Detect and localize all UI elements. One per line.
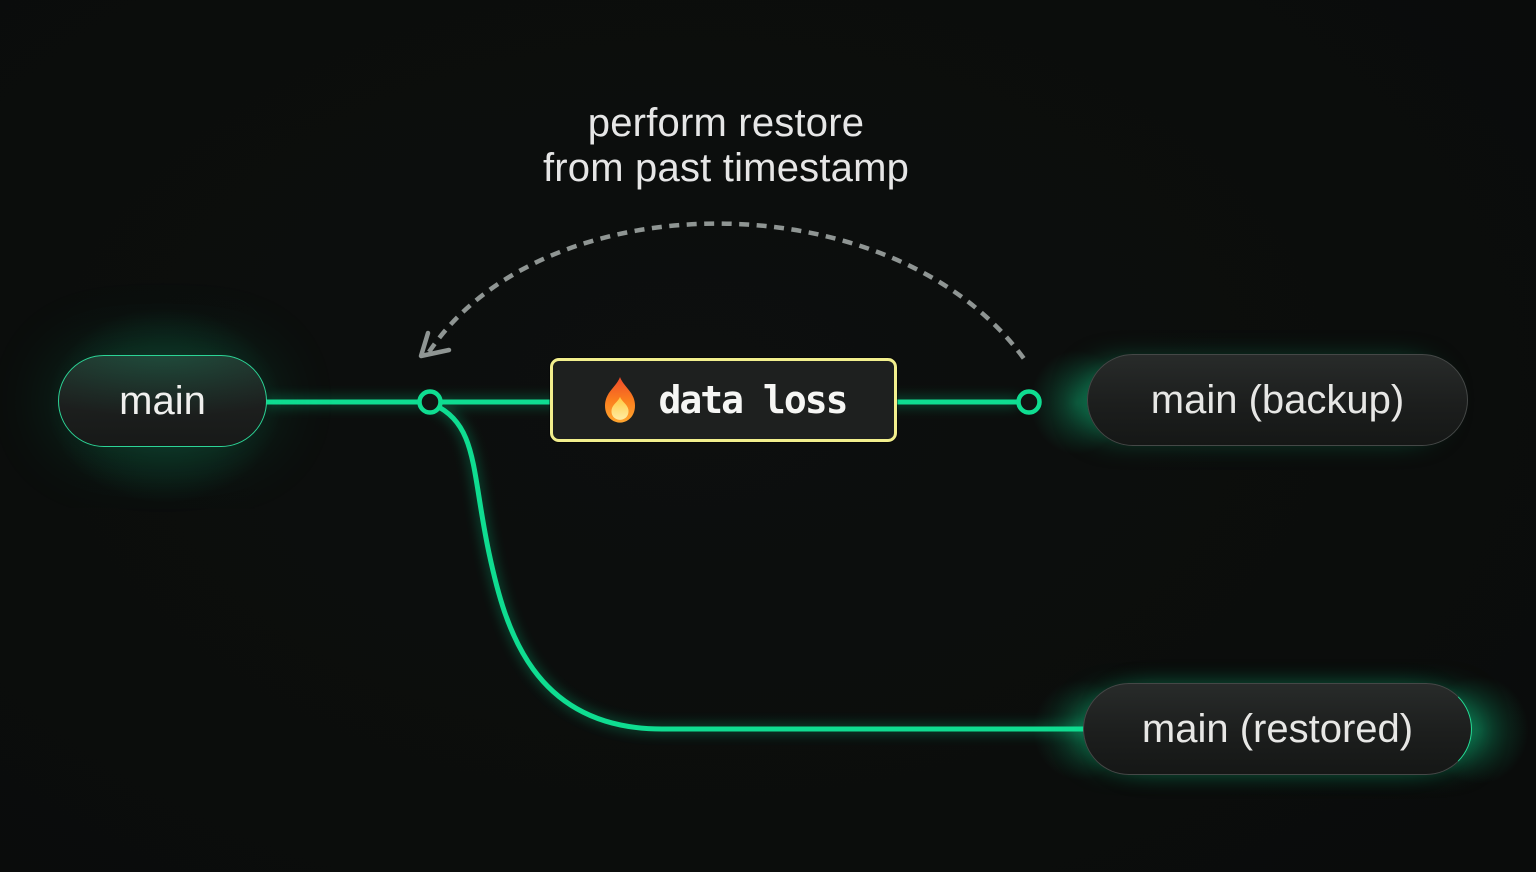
branch-label-backup: main (backup) — [1150, 377, 1405, 422]
branch-label-restored: main (restored) — [1141, 706, 1414, 751]
edge-restore-branch — [430, 401, 1093, 732]
restore-arc — [427, 221, 1029, 365]
restore-arrowhead-icon — [418, 330, 452, 359]
branch-lines-glow — [266, 397, 1090, 734]
annotation-line-2: from past timestamp — [542, 146, 910, 190]
branch-label-main: main — [119, 378, 206, 423]
data-loss-box: data loss — [550, 358, 897, 442]
fire-icon — [604, 377, 635, 423]
data-loss-label: data loss — [658, 378, 849, 422]
restore-annotation: perform restore from past timestamp — [406, 101, 1046, 191]
annotation-line-1: perform restore — [587, 101, 865, 145]
branch-point-node — [417, 389, 443, 415]
branch-node-main: main — [58, 355, 267, 447]
branch-node-backup: main (backup) — [1087, 354, 1468, 446]
branch-node-restored: main (restored) — [1083, 683, 1472, 775]
backup-point-node — [1016, 389, 1042, 415]
